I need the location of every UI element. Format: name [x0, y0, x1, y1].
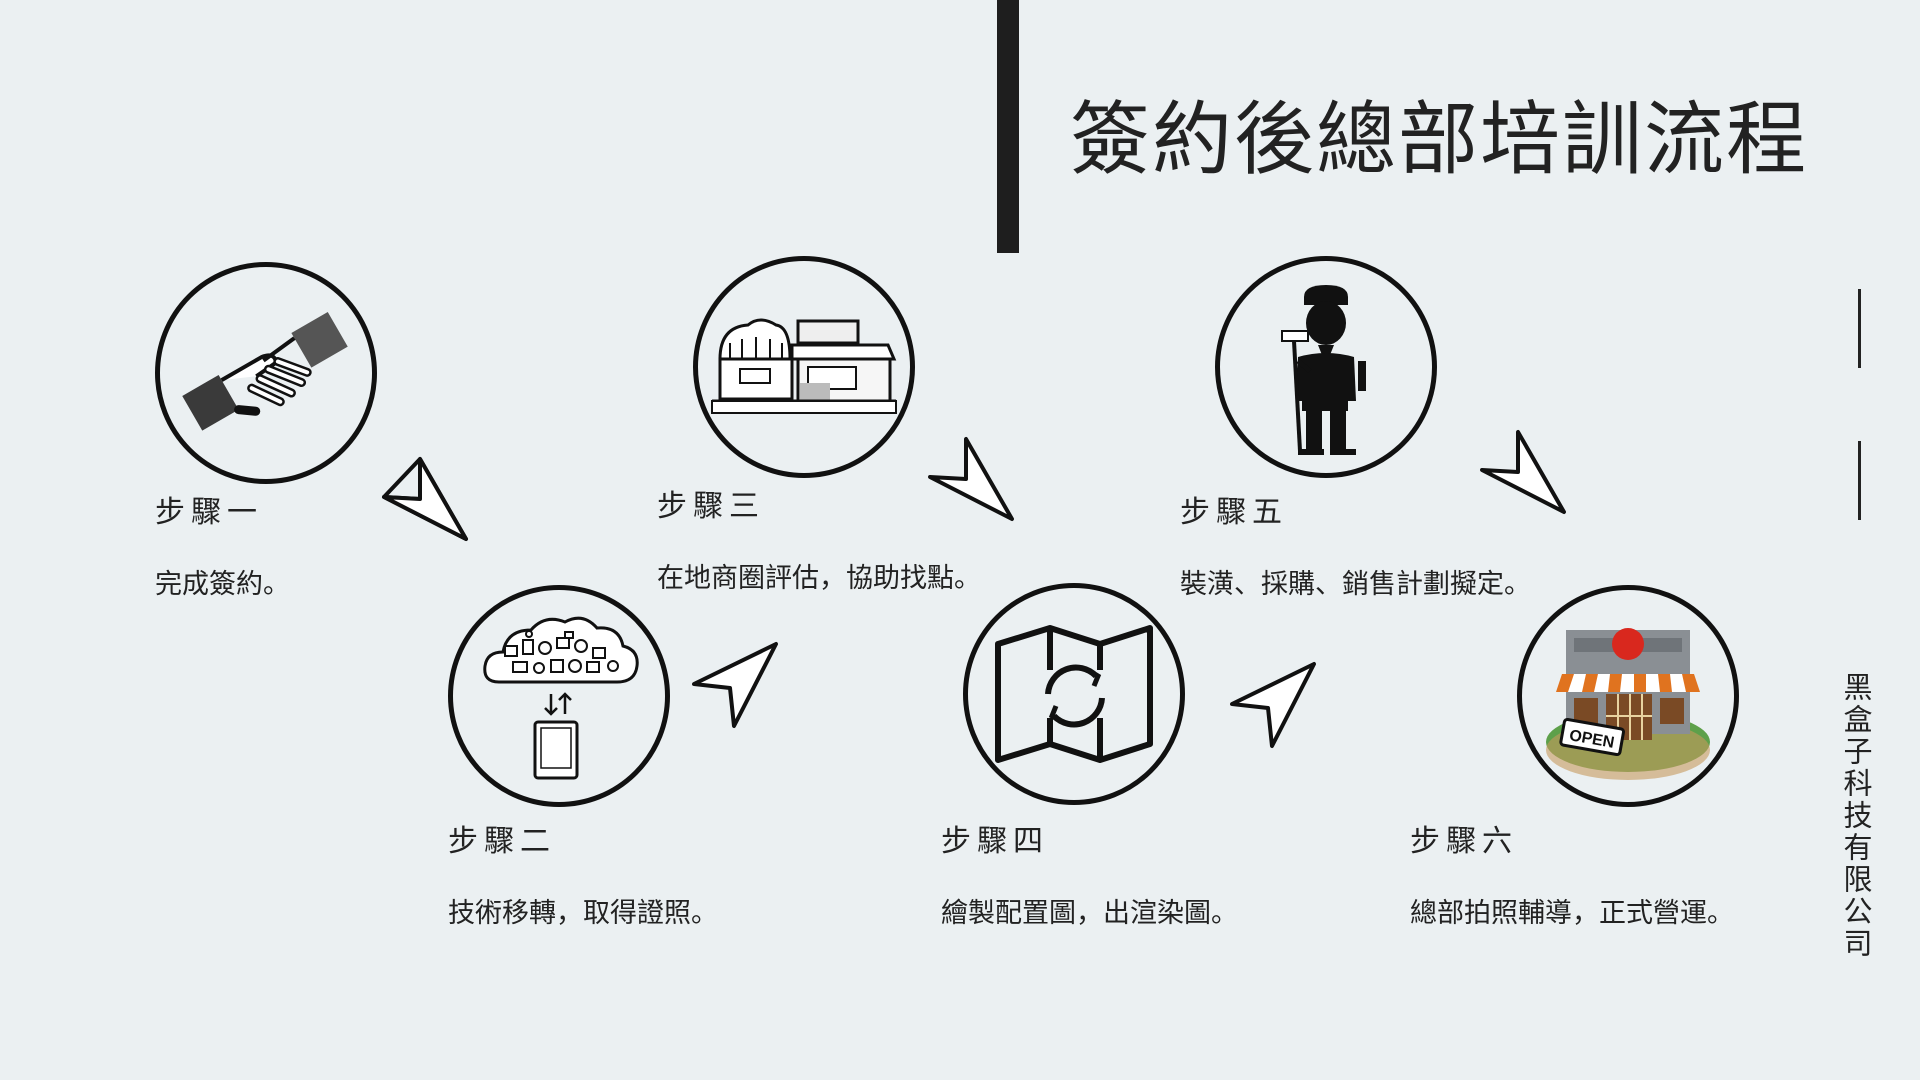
- step-6-circle: OPEN: [1517, 585, 1739, 807]
- step-4-circle: [963, 583, 1185, 805]
- step-1-circle: [155, 262, 377, 484]
- arrow-step5-to-step6: [1478, 428, 1568, 518]
- title-accent-bar: [997, 0, 1019, 253]
- handshake-icon: [182, 311, 348, 431]
- step-4-desc: 繪製配置圖，出渲染圖。: [941, 898, 1238, 929]
- step-5-circle: [1215, 256, 1437, 478]
- arrow-step4-to-step5: [1228, 660, 1318, 750]
- step-3-desc: 在地商圈評估，協助找點。: [657, 563, 981, 594]
- step-1-desc: 完成簽約。: [155, 569, 290, 600]
- step-3-circle: [693, 256, 915, 478]
- arrow-step3-to-step4: [926, 435, 1016, 525]
- company-name: 黑盒子科技有限公司: [1839, 672, 1873, 960]
- map-refresh-icon: [995, 625, 1153, 763]
- arrow-step2-to-step3: [690, 640, 780, 730]
- step-6-desc: 總部拍照輔導，正式營運。: [1410, 898, 1734, 929]
- step-2-desc: 技術移轉，取得證照。: [448, 898, 718, 929]
- step-5-label: 步驟五: [1180, 495, 1288, 530]
- step-2-label: 步驟二: [448, 824, 556, 859]
- painter-icon: [1281, 285, 1366, 455]
- side-divider-bottom: [1858, 441, 1861, 520]
- side-divider-top: [1858, 289, 1861, 368]
- cloud-tablet-icon: [483, 616, 639, 780]
- step-4-label: 步驟四: [941, 824, 1049, 859]
- step-6-label: 步驟六: [1410, 824, 1518, 859]
- step-1-label: 步驟一: [155, 495, 263, 530]
- step-5-desc: 裝潢、採購、銷售計劃擬定。: [1180, 569, 1531, 600]
- page-title: 簽約後總部培訓流程: [1070, 93, 1808, 186]
- open-shop-icon: OPEN: [1546, 628, 1710, 780]
- step-2-circle: [448, 585, 670, 807]
- arrow-step1-to-step2: [380, 455, 470, 545]
- step-3-label: 步驟三: [657, 489, 765, 524]
- storefront-icon: [711, 318, 897, 414]
